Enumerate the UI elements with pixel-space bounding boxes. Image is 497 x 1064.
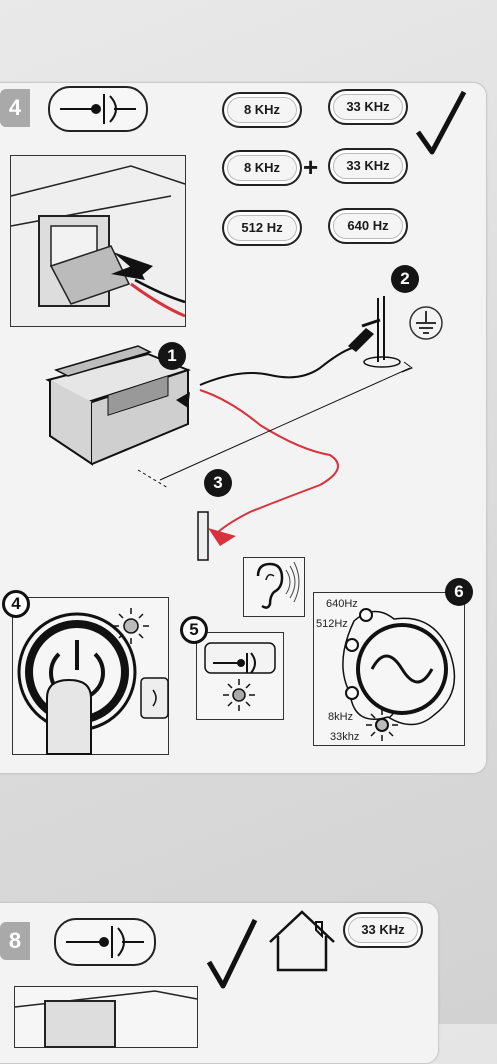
sine-wave-icon bbox=[0, 0, 1, 1]
plug-illustration bbox=[10, 155, 186, 327]
callout-5: 5 bbox=[180, 616, 208, 644]
callout-1: 1 bbox=[158, 342, 186, 370]
freq-pill-512hz: 512 Hz bbox=[222, 210, 302, 246]
checkmark-icon-8 bbox=[206, 918, 258, 989]
callout-3: 3 bbox=[204, 469, 232, 497]
frequency-dial-illustration: 640Hz 512Hz 8kHz 33khz bbox=[313, 592, 465, 746]
connector-mode-icon bbox=[48, 86, 148, 132]
dial-label-8khz: 8kHz bbox=[328, 711, 354, 723]
connection-scene bbox=[137, 296, 414, 561]
dial-label-640hz: 640Hz bbox=[326, 598, 358, 610]
plus-sign: + bbox=[303, 152, 319, 182]
freq-pill-8khz-combo: 8 KHz bbox=[222, 150, 302, 186]
callout-6: 6 bbox=[445, 578, 473, 606]
checkmark-icon bbox=[415, 90, 467, 155]
connector-mode-icon-8 bbox=[54, 918, 156, 966]
callout-2: 2 bbox=[391, 265, 419, 293]
mode-led-illustration bbox=[196, 632, 284, 720]
freq-pill-33khz-combo: 33 KHz bbox=[328, 148, 408, 184]
power-button-illustration bbox=[12, 597, 169, 755]
house-icon bbox=[269, 910, 335, 972]
plug-illustration-8 bbox=[14, 986, 198, 1048]
step-number-tab: 4 bbox=[0, 89, 30, 127]
dial-label-512hz: 512Hz bbox=[316, 618, 348, 630]
transmitter-case bbox=[45, 345, 191, 466]
freq-pill-8khz: 8 KHz bbox=[222, 92, 302, 128]
callout-4: 4 bbox=[2, 590, 30, 618]
dial-label-33khz: 33khz bbox=[330, 731, 360, 743]
ground-icon bbox=[409, 306, 443, 340]
freq-pill-640hz: 640 Hz bbox=[328, 208, 408, 244]
ear-sound-icon bbox=[243, 557, 305, 617]
step-number-tab-8: 8 bbox=[0, 922, 30, 960]
freq-pill-33khz-step8: 33 KHz bbox=[343, 912, 423, 948]
freq-pill-33khz: 33 KHz bbox=[328, 89, 408, 125]
